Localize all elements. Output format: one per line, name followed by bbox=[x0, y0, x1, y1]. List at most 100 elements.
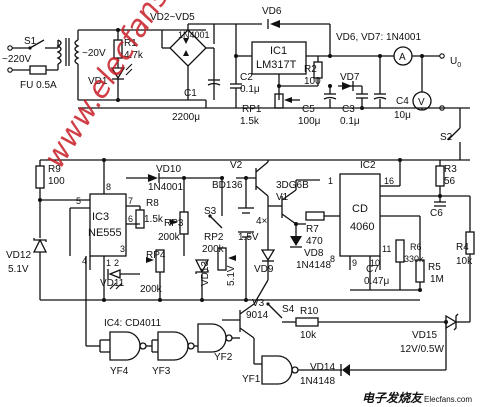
label-vd6: VD6 bbox=[262, 6, 282, 17]
ic3-ne555 bbox=[69, 160, 140, 300]
output-ground-terminal bbox=[439, 105, 445, 111]
label-v1: V1 bbox=[276, 192, 289, 203]
vd13-zener bbox=[194, 259, 210, 300]
label-r9: R9 bbox=[48, 164, 61, 175]
label-vd15-value: 12V/0.5W bbox=[400, 344, 444, 355]
vd14-diode bbox=[330, 322, 447, 376]
label-s2: S2 bbox=[440, 132, 453, 143]
label-ic1: IC1 bbox=[270, 45, 287, 57]
label-bridge-value: 1N4001 bbox=[178, 30, 210, 40]
pin-555-8: 8 bbox=[106, 182, 111, 192]
label-vd15: VD15 bbox=[412, 330, 437, 341]
vd11-led bbox=[107, 269, 140, 290]
label-ic3-part: NE555 bbox=[88, 227, 122, 239]
pin-10: 10 bbox=[370, 258, 380, 268]
junction-dots bbox=[38, 28, 448, 324]
label-c6: C6 bbox=[430, 208, 443, 219]
label-mains: ~220V bbox=[2, 54, 32, 65]
label-ic2-cd: CD bbox=[352, 203, 368, 215]
c5-capacitor bbox=[323, 86, 337, 108]
pin-11: 11 bbox=[382, 244, 391, 254]
rp1-potentiometer bbox=[274, 93, 300, 109]
label-vd10-value: 1N4001 bbox=[148, 182, 183, 193]
pin-9: 9 bbox=[352, 258, 357, 268]
label-c7-value: 0.47μ bbox=[364, 276, 389, 287]
rp3-potentiometer bbox=[170, 178, 189, 256]
mains-input bbox=[7, 39, 59, 75]
label-vd13-value: 5.1V bbox=[226, 265, 237, 286]
s4-switch bbox=[266, 302, 296, 323]
label-r8-value: 1.5k bbox=[144, 214, 164, 225]
ammeter bbox=[380, 46, 445, 66]
label-c5: C5 bbox=[302, 104, 315, 115]
label-bridge: VD2~VD5 bbox=[150, 12, 195, 23]
label-vd11: VD11 bbox=[100, 278, 125, 289]
fuse bbox=[29, 65, 47, 75]
label-ic3: IC3 bbox=[92, 211, 109, 223]
voltmeter bbox=[412, 56, 432, 111]
r8-resistor bbox=[135, 206, 145, 229]
label-c7: C7 bbox=[366, 264, 379, 275]
label-r2: R2 bbox=[304, 64, 317, 75]
vd15-zener bbox=[445, 313, 470, 331]
label-r7-value: 470 bbox=[306, 236, 323, 247]
vd6-diode bbox=[236, 19, 331, 56]
label-r1: R1 bbox=[124, 38, 137, 49]
gate-yf2 bbox=[194, 323, 240, 353]
label-c3-value: 0.1μ bbox=[340, 116, 360, 127]
label-vd12: VD12 bbox=[6, 250, 31, 261]
pin-1: 1 bbox=[328, 176, 333, 186]
label-vd13: VD13 bbox=[200, 261, 211, 286]
vd10-diode bbox=[126, 173, 222, 183]
r6-resistor bbox=[395, 239, 405, 290]
label-c4: C4 bbox=[396, 96, 409, 107]
label-r10-value: 10k bbox=[300, 330, 317, 341]
label-c1-value: 2200μ bbox=[172, 112, 200, 123]
label-r8: R8 bbox=[146, 198, 159, 209]
label-c3: C3 bbox=[342, 104, 355, 115]
label-rp2: RP2 bbox=[204, 232, 224, 243]
label-yf4: YF4 bbox=[110, 366, 129, 377]
pin-8: 8 bbox=[330, 254, 335, 264]
label-s3: S3 bbox=[204, 206, 217, 217]
vd8-diode bbox=[290, 224, 302, 248]
s1-switch-blade bbox=[29, 39, 45, 49]
label-s4: S4 bbox=[282, 304, 295, 315]
label-ic2-4060: 4060 bbox=[350, 221, 374, 233]
label-r6: R6 bbox=[410, 242, 422, 252]
label-rp3-value: 200k bbox=[158, 232, 181, 243]
label-ic2: IC2 bbox=[360, 160, 376, 171]
voltmeter-symbol: V bbox=[418, 97, 425, 108]
label-rp4: RP4 bbox=[146, 250, 166, 261]
label-r7: R7 bbox=[306, 224, 319, 235]
c4-capacitor bbox=[373, 56, 387, 108]
component-labels: S1 ~220V FU 0.5A ~20V R1 4.7k VD1 VD2~VD… bbox=[2, 6, 473, 387]
pin-555-2: 2 bbox=[114, 258, 119, 268]
label-battery-value: 1.5V bbox=[238, 232, 259, 243]
site-logo: 电子发烧友 Elecfans.com bbox=[362, 391, 472, 405]
ammeter-symbol: A bbox=[399, 52, 406, 63]
transformer bbox=[56, 29, 206, 101]
label-v2-part: BD136 bbox=[212, 180, 243, 191]
label-vd14-value: 1N4148 bbox=[300, 376, 335, 387]
c2-capacitor bbox=[230, 56, 242, 108]
label-secondary: ~20V bbox=[82, 48, 106, 59]
label-q3dg6b: 3DG6B bbox=[276, 180, 309, 191]
label-r1-value: 4.7k bbox=[124, 50, 144, 61]
label-u0-main: U bbox=[450, 56, 457, 67]
label-r6-value: 330k bbox=[404, 254, 424, 264]
label-c4-value: 10μ bbox=[394, 110, 411, 121]
pin-555-5: 5 bbox=[76, 196, 81, 206]
label-yf3: YF3 bbox=[152, 366, 171, 377]
label-rp1: RP1 bbox=[242, 104, 262, 115]
c3-capacitor bbox=[356, 86, 368, 108]
label-u0-sub: 0 bbox=[457, 62, 461, 69]
battery-pack bbox=[238, 178, 254, 300]
label-vd10: VD10 bbox=[156, 164, 181, 175]
pin-16: 16 bbox=[384, 176, 394, 186]
r7-resistor bbox=[296, 211, 340, 225]
label-yf2: YF2 bbox=[214, 352, 233, 363]
logo-english: Elecfans.com bbox=[424, 395, 472, 404]
label-rp2-value: 200k bbox=[202, 244, 225, 255]
